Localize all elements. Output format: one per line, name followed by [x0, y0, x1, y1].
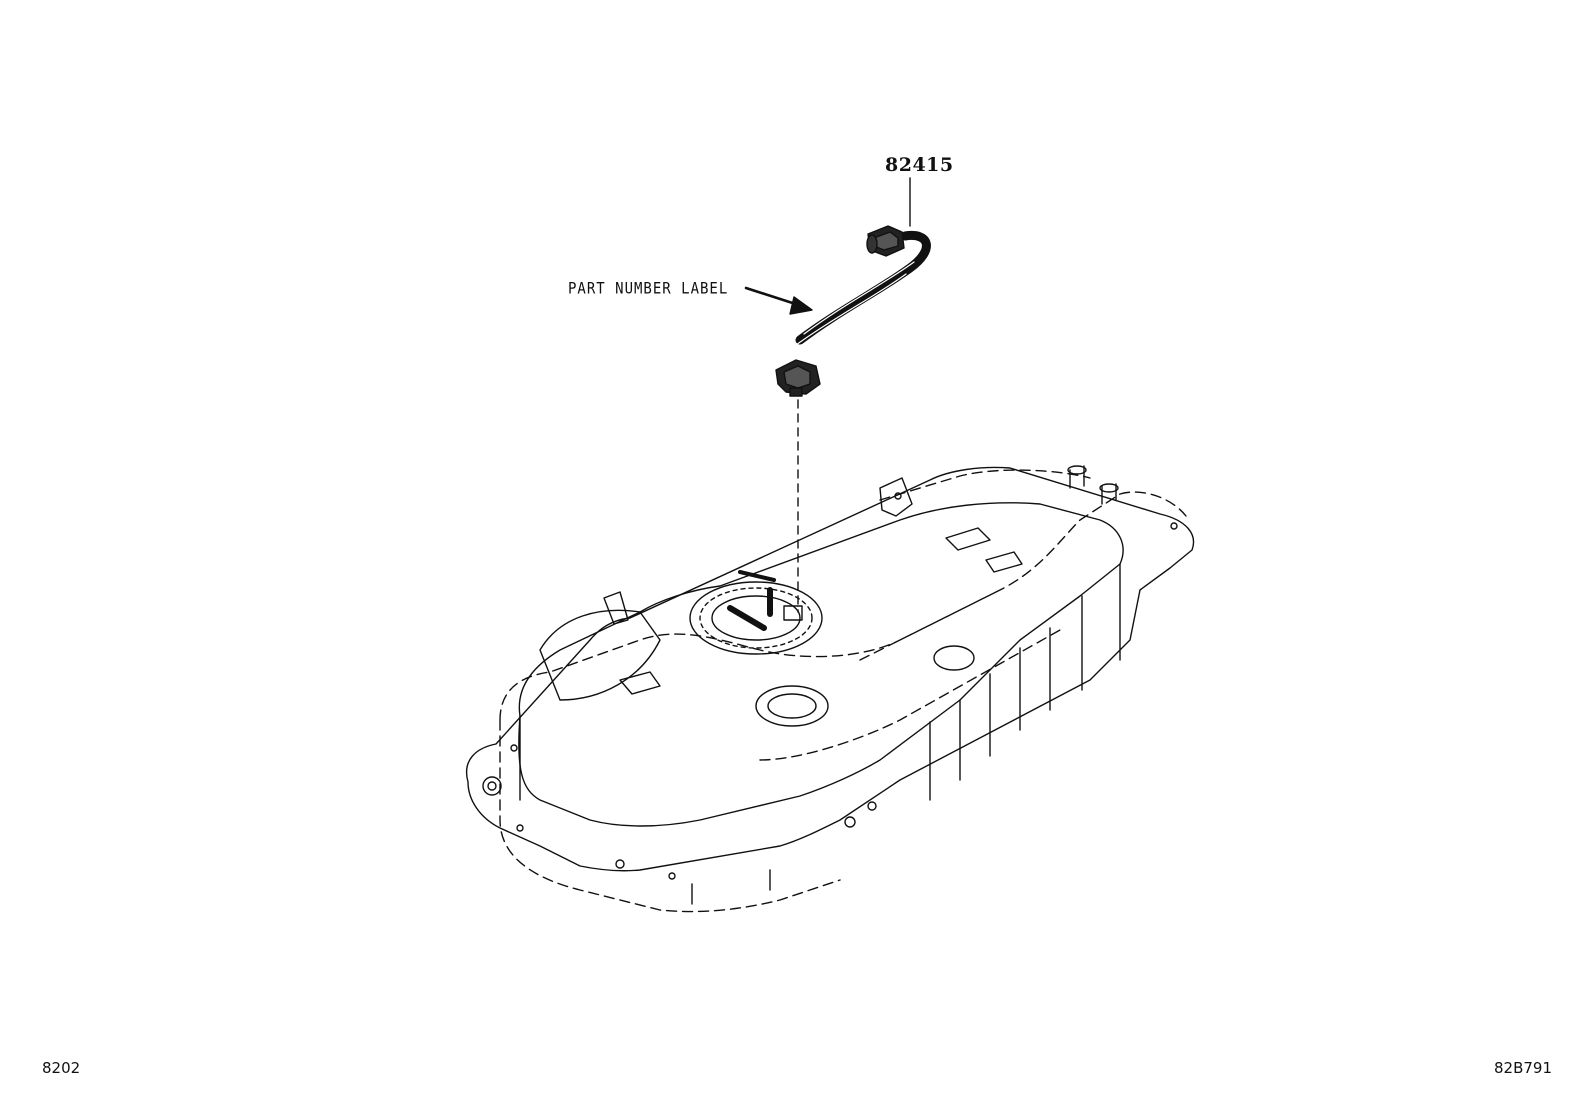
bracket [619, 671, 661, 695]
tank-pad [985, 551, 1023, 573]
wire-harness [775, 177, 931, 613]
part-number-label: 82415 [885, 154, 954, 176]
harness-cable-outline [795, 261, 915, 346]
upper-connector [866, 225, 905, 257]
harness-cable [795, 230, 931, 345]
tank-side-wall [519, 563, 1121, 801]
tank-flange [465, 466, 1195, 872]
tank-bulge [539, 609, 661, 701]
tank-pad [945, 527, 991, 551]
bracket [879, 477, 913, 517]
lower-connector [775, 359, 821, 397]
pump-opening [689, 570, 823, 655]
tank-top [518, 502, 1124, 827]
fuel-tank [465, 465, 1195, 913]
bracket [603, 591, 629, 625]
tank-fittings [1067, 465, 1119, 505]
page-code-right: 82B791 [1493, 1059, 1552, 1077]
tank-depression [933, 645, 975, 671]
page-code-left: 8202 [42, 1059, 81, 1077]
body-phantom-outline [499, 469, 1187, 913]
sender-opening [755, 685, 829, 727]
callout-arrow [744, 286, 813, 315]
part-number-callout: PART NUMBER LABEL [568, 279, 729, 299]
